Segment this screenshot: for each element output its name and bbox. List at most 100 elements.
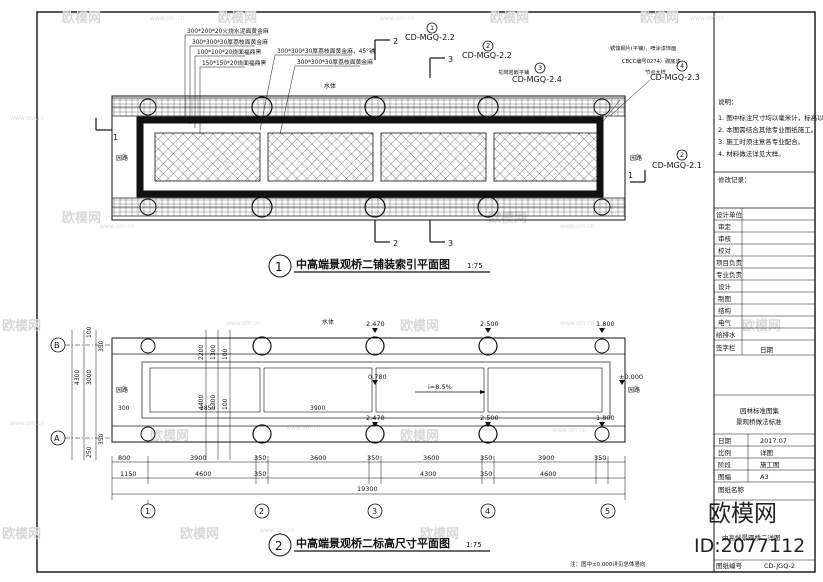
paving-panel-2 xyxy=(267,132,374,182)
title-block: 说明： 1. 图中标注尺寸均以毫米计，标高以米计。 2. 本图需结合其他专业图纸… xyxy=(714,97,823,570)
post-markers-plan1 xyxy=(139,96,611,218)
note-line: 4. 材料做法详见大样。 xyxy=(718,149,785,158)
note-line: 3. 施工时须注意各专业配合。 xyxy=(718,137,804,146)
watermark-brand: 欧模网 xyxy=(490,10,529,26)
road-label-right: 园路 xyxy=(630,154,642,162)
plan-title: 中高端景观桥二标高尺寸平面图 xyxy=(296,536,450,550)
dim-row1: 350 xyxy=(254,454,266,462)
dim-row2: 1150 xyxy=(120,470,137,478)
tb-field: 审定 xyxy=(718,222,732,231)
dim-vertical: 1300 xyxy=(210,395,217,410)
tb-info-key: 日期 xyxy=(718,437,732,445)
railing-post xyxy=(365,424,385,444)
detail-callouts: 1 CD-MGQ-2.2 2 CD-MGQ-2.2 3 CD-MGQ-2.4 4… xyxy=(405,22,702,170)
material-note-45: 300*300*30厚荔枝面黄金麻，45°铺 xyxy=(277,47,375,55)
tb-info-key: 阶段 xyxy=(718,460,732,469)
drawing-no: CD-JGQ-2 xyxy=(764,562,795,570)
drawing-name: 中高端景观桥二详图 xyxy=(722,533,781,542)
section-number: 1 xyxy=(113,133,118,142)
callout-code: CD-MGQ-2.1 xyxy=(652,161,702,170)
elevation-markers xyxy=(372,328,625,427)
dim-row2: 4600 xyxy=(540,470,557,478)
axis-label: 2 xyxy=(259,507,264,516)
note-line: 1. 图中标注尺寸均以毫米计，标高以米计。 xyxy=(718,113,823,122)
inner-panel xyxy=(149,367,261,413)
watermark-brand: 欧模网 xyxy=(400,318,439,334)
plan-scale: 1:75 xyxy=(466,541,482,549)
dim-vertical: 4300 xyxy=(74,370,81,385)
callout-circle xyxy=(426,22,438,34)
material-note-2: 300*300*30厚荔枝面黄金麻 xyxy=(297,58,373,66)
railing-post xyxy=(364,96,386,118)
bridge-railing-bottom xyxy=(111,425,626,443)
railing-post xyxy=(252,424,272,444)
watermark-brand: 欧模网 xyxy=(640,10,679,26)
axis-label: 3 xyxy=(372,507,377,516)
callout-code: CD-MGQ-2.2 xyxy=(405,33,455,42)
section-number: 2 xyxy=(393,239,398,248)
railing-post xyxy=(594,426,610,442)
dim-row1: 350 xyxy=(594,454,606,462)
tb-stamp: 日期 xyxy=(760,346,774,354)
tb-field: 设计 xyxy=(718,282,732,291)
dim-vertical: 350 xyxy=(98,433,105,445)
notes-label: 说明： xyxy=(718,97,738,106)
dim-vertical: 350 xyxy=(98,340,105,352)
inner-panel xyxy=(487,367,603,413)
dark-border-band xyxy=(136,116,604,198)
bottom-dimension-lines xyxy=(111,456,626,500)
material-note: 100*100*20烧面福鼎黑 xyxy=(197,48,261,56)
paving-panel-3 xyxy=(380,132,487,182)
paving-panel-1 xyxy=(154,132,261,182)
watermark-url: www.om.cn xyxy=(560,320,595,327)
water-label: 水体 xyxy=(322,318,334,326)
dim-vertical: 2200 xyxy=(198,345,205,360)
watermark-url: www.om.cn xyxy=(260,527,295,534)
watermark-brand: 欧模网 xyxy=(62,210,101,226)
revision-label: 修改记录： xyxy=(718,175,751,184)
drawing-no-label: 图纸编号 xyxy=(716,561,743,570)
column-axes: 1 2 3 4 5 xyxy=(140,500,616,519)
bridge-railing-top xyxy=(111,337,626,355)
watermark-url: www.om.cn xyxy=(286,425,321,432)
dim-vertical: 1300 xyxy=(210,345,217,360)
dim-row1: 3900 xyxy=(538,454,555,462)
material-note: 300*300*30厚荔枝面黄金麻 xyxy=(192,38,268,46)
dim-vertical: 100 xyxy=(222,348,229,360)
elevation-value: 0.780 xyxy=(368,373,387,381)
plan-1-paving-index: 300*200*20火烧水泥面黄金麻 300*300*30厚荔枝面黄金麻 100… xyxy=(95,22,702,278)
axis-bubble xyxy=(480,503,496,519)
dim-total: 19300 xyxy=(357,485,378,493)
tb-info-value: 详图 xyxy=(760,448,773,457)
inner-deck xyxy=(141,361,611,419)
road-label-left: 园路 xyxy=(116,154,128,162)
watermark-brand: 欧模网 xyxy=(742,318,781,334)
axis-bubble xyxy=(140,503,156,519)
tb-info-value: 施工图 xyxy=(760,460,780,469)
axis-label: 1 xyxy=(145,507,150,516)
railing-post xyxy=(139,98,157,116)
elevation-value: 2.500 xyxy=(480,320,499,328)
axis-bubble xyxy=(600,503,616,519)
tb-field: 电气 xyxy=(718,318,732,327)
callout-code: CD-MGQ-2.2 xyxy=(462,51,512,60)
slope-label: i=8.5% xyxy=(428,383,452,391)
watermark-brand: 欧模网 xyxy=(62,10,101,26)
watermark-brand: 欧模网 xyxy=(2,526,41,542)
railing-post xyxy=(477,96,499,118)
railing-post xyxy=(139,198,157,216)
callout-code: CD-MGQ-2.4 xyxy=(512,75,562,84)
watermark-brand: 欧模网 xyxy=(400,428,439,444)
watermark-brand: 欧模网 xyxy=(420,526,459,542)
dim-row2: 350 xyxy=(254,470,266,478)
dim-row2: 4300 xyxy=(420,470,437,478)
plan-scale: 1:75 xyxy=(467,262,483,270)
note-right: CBCC编号0274）碳底漆 xyxy=(622,57,681,65)
dim-vertical: 250 xyxy=(86,446,93,458)
paving-panel-4 xyxy=(493,132,600,182)
tb-field: 专业负责 xyxy=(716,270,743,279)
callout-number: 4 xyxy=(680,62,684,70)
left-dimension-lines xyxy=(71,330,231,460)
slope-arrow-head xyxy=(480,390,486,394)
